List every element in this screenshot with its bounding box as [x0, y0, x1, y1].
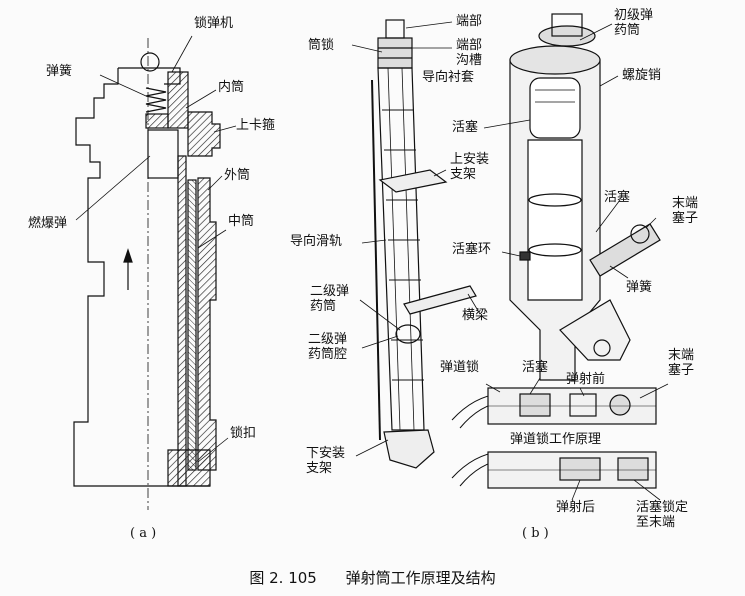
label-channel-lock: 弹道锁 — [440, 360, 480, 375]
guide-rail — [371, 79, 381, 441]
lock-body — [167, 71, 189, 129]
label-spring-a: 弹簧 — [46, 64, 73, 79]
upper-mount — [378, 169, 448, 193]
label-channel-lock-principle: 弹道锁工作原理 — [510, 432, 602, 447]
label-secondary-chamber: 二级弹 药筒腔 — [308, 332, 348, 362]
label-cartridge: 燃爆弹 — [28, 216, 68, 231]
label-secondary-cartridge: 二级弹 药筒 — [310, 284, 350, 314]
primary-cartridge — [529, 77, 581, 139]
label-spring-b: 弹簧 — [626, 280, 653, 295]
lock-buckle — [167, 449, 211, 487]
outer-tube-wall — [197, 177, 217, 471]
upper-clamp — [187, 111, 221, 157]
label-piston-ring: 活塞环 — [452, 242, 492, 257]
label-lower-mount: 下安装 支架 — [306, 446, 346, 476]
label-piston-right: 活塞 — [604, 190, 631, 205]
label-upper-clamp: 上卡箍 — [236, 118, 276, 133]
label-end-plug-bottom: 末端 塞子 — [668, 348, 695, 378]
inner-tube-wall — [177, 155, 187, 487]
end-plug — [589, 223, 661, 277]
crossbeam — [403, 285, 477, 315]
bottom-bracket — [559, 299, 631, 361]
secondary-chamber — [395, 324, 421, 344]
label-upper-mount: 上安装 支架 — [450, 152, 490, 182]
label-crossbeam: 横梁 — [462, 308, 489, 323]
label-screw-pin: 螺旋销 — [622, 68, 662, 83]
label-end: 端部 — [456, 14, 483, 29]
middle-tube-wall — [187, 179, 197, 471]
label-middle-tube: 中筒 — [228, 214, 255, 229]
figure-number: 图 2. 105 — [249, 569, 317, 587]
label-outer-tube: 外筒 — [224, 168, 251, 183]
label-piston-locked: 活塞锁定 至末端 — [636, 500, 689, 530]
lock-ring — [140, 52, 160, 72]
label-inner-tube: 内筒 — [218, 80, 245, 95]
spring-coils — [145, 87, 167, 113]
label-end-groove: 端部 沟槽 — [456, 38, 483, 68]
label-piston-bottom: 活塞 — [522, 360, 549, 375]
tube-body — [377, 67, 425, 431]
panel-b-sublabel: ( b ) — [522, 526, 549, 541]
label-guide-rail: 导向滑轨 — [290, 234, 343, 249]
label-primary-cartridge: 初级弹 药筒 — [614, 8, 654, 38]
figure-title: 弹射筒工作原理及结构 — [345, 569, 496, 587]
label-piston-top: 活塞 — [452, 120, 479, 135]
label-end-plug-top: 末端 塞子 — [672, 196, 699, 226]
label-tube-lock: 筒锁 — [308, 38, 335, 53]
cartridge-chamber — [147, 129, 179, 179]
figure-caption: 图 2. 105 弹射筒工作原理及结构 — [0, 567, 745, 588]
channel-lock-drawing — [451, 377, 669, 501]
label-lock-buckle: 锁扣 — [230, 426, 257, 441]
piston-ring-mark — [519, 251, 531, 261]
label-guide-bushing: 导向衬套 — [422, 70, 475, 85]
label-after-ejection: 弹射后 — [556, 500, 596, 515]
panel-b-cutaway-drawing — [483, 13, 661, 381]
label-before-ejection: 弹射前 — [566, 372, 606, 387]
panel-b-tube-drawing — [351, 19, 481, 469]
panel-a-sublabel: ( a ) — [130, 526, 157, 541]
lower-mount — [383, 429, 435, 469]
label-lock-mechanism: 锁弹机 — [194, 16, 234, 31]
panel-a-drawing — [73, 35, 237, 510]
tube-head — [377, 37, 413, 69]
